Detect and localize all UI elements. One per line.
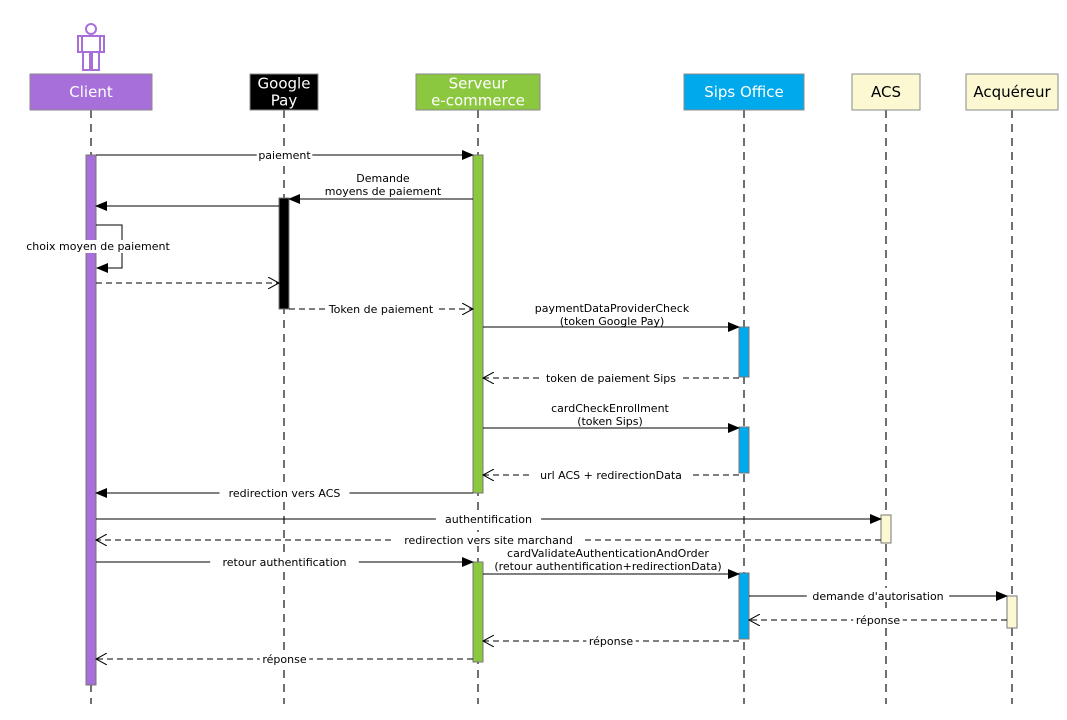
message-token-sips: token de paiement Sips: [483, 370, 739, 385]
message-label-reponse-client: réponse: [262, 653, 306, 666]
message-demande-autorisation: demande d'autorisation: [749, 588, 1008, 603]
message-card-validate: cardValidateAuthenticationAndOrder(retou…: [483, 547, 740, 579]
message-label-redirection-site: redirection vers site marchand: [404, 534, 573, 547]
message-label-token-sips: token de paiement Sips: [546, 372, 676, 385]
participant-acquereur: Acquéreur: [965, 73, 1059, 111]
message-label-card-validate: cardValidateAuthenticationAndOrder: [507, 547, 709, 560]
activation-sips-office: [738, 572, 750, 640]
participant-label-serveur: Serveur: [449, 75, 509, 93]
participant-label-serveur: e-commerce: [431, 92, 525, 110]
activation-client: [85, 154, 97, 686]
message-label-bg-choix-moyen: [23, 240, 173, 253]
message-label-bg-redirection-site: [392, 532, 585, 546]
message-reponse-acq: réponse: [749, 612, 1007, 627]
message-label-reponse-sips: réponse: [589, 635, 633, 648]
message-label-retour-auth: retour authentification: [223, 556, 347, 569]
message-reponse-client: réponse: [96, 651, 473, 666]
message-label-bg-paiement: [256, 147, 313, 161]
message-label-bg-token-sips: [539, 370, 683, 384]
activation-serveur: [472, 154, 484, 494]
message-label-bg-authentification: [435, 511, 542, 525]
message-label-redirection-acs: redirection vers ACS: [229, 487, 341, 500]
message-label-payment-data-check: paymentDataProviderCheck: [535, 302, 690, 315]
message-label-card-validate: (retour authentification+redirectionData…: [494, 560, 721, 573]
message-label-bg-url-acs: [530, 467, 692, 481]
activation-google-pay: [278, 197, 290, 310]
actor-icon: [77, 23, 105, 71]
activation-sips-office: [738, 426, 750, 474]
message-authentification: authentification: [96, 511, 882, 526]
message-redirection-acs: redirection vers ACS: [95, 485, 473, 500]
message-label-payment-data-check: (token Google Pay): [560, 315, 665, 328]
message-redirection-site: redirection vers site marchand: [96, 532, 881, 547]
message-card-check: cardCheckEnrollment(token Sips): [483, 402, 740, 433]
participant-box-client: [29, 73, 153, 111]
message-label-paiement: paiement: [258, 149, 311, 162]
message-label-bg-reponse-client: [259, 651, 310, 665]
message-label-demande-moyens: Demande: [356, 172, 410, 185]
message-choix-moyen: choix moyen de paiement: [23, 224, 173, 273]
activation-acquereur: [1006, 595, 1018, 629]
message-label-bg-token-paiement: [325, 301, 437, 315]
message-paiement: paiement: [96, 147, 474, 162]
message-label-bg-redirection-acs: [219, 485, 350, 499]
participant-label-client: Client: [69, 83, 113, 101]
participant-label-google-pay: Pay: [271, 92, 298, 110]
message-label-card-check: cardCheckEnrollment: [551, 402, 669, 415]
message-label-authentification: authentification: [445, 513, 532, 526]
message-label-choix-moyen: choix moyen de paiement: [26, 240, 170, 253]
participant-label-sips-office: Sips Office: [704, 83, 784, 101]
participant-label-acs: ACS: [871, 83, 901, 101]
message-retour-auth: retour authentification: [96, 554, 474, 569]
message-label-card-check: (token Sips): [577, 415, 643, 428]
participant-box-google-pay: [249, 73, 319, 111]
participant-box-serveur: [415, 73, 541, 111]
message-label-token-paiement: Token de paiement: [328, 303, 434, 316]
message-label-reponse-acq: réponse: [856, 614, 900, 627]
message-token-paiement: Token de paiement: [289, 301, 473, 316]
activation-sips-office: [738, 326, 750, 378]
message-label-bg-demande-autorisation: [806, 588, 950, 602]
message-payment-data-check: paymentDataProviderCheck(token Google Pa…: [483, 302, 740, 332]
activation-serveur: [472, 561, 484, 663]
participant-sips-office: Sips Office: [683, 73, 805, 111]
message-label-bg-reponse-sips: [586, 633, 636, 647]
participant-client: Client: [29, 73, 153, 111]
message-label-url-acs: url ACS + redirectionData: [540, 469, 682, 482]
message-label-demande-moyens: moyens de paiement: [325, 185, 442, 198]
participant-box-sips-office: [683, 73, 805, 111]
message-label-bg-reponse-acq: [853, 612, 903, 626]
message-url-acs: url ACS + redirectionData: [483, 467, 739, 482]
message-label-bg-retour-auth: [210, 554, 359, 568]
participant-label-google-pay: Google: [258, 75, 311, 93]
activation-acs: [880, 514, 892, 544]
message-label-demande-autorisation: demande d'autorisation: [812, 590, 943, 603]
message-reponse-sips: réponse: [483, 633, 739, 648]
participant-box-acs: [851, 73, 921, 111]
participant-acs: ACS: [851, 73, 921, 111]
participant-label-acquereur: Acquéreur: [973, 83, 1051, 101]
participant-box-acquereur: [965, 73, 1059, 111]
